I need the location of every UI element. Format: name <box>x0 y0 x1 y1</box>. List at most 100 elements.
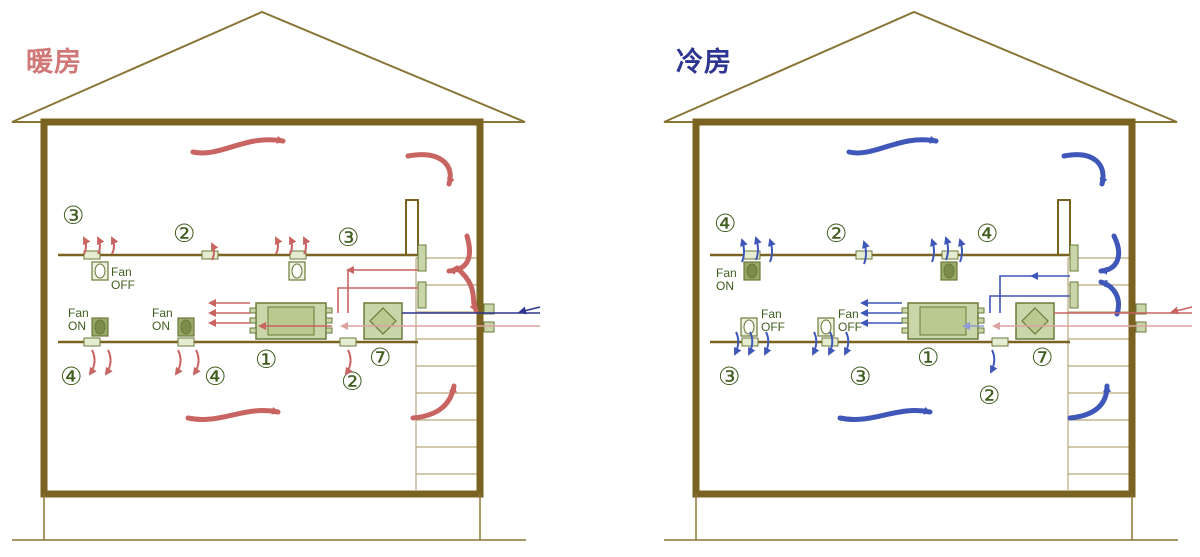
diffuser-icon <box>201 250 219 260</box>
fan-unit-icon <box>817 317 835 337</box>
diffuser-icon <box>741 337 759 347</box>
cool-air-arrow-icon <box>768 238 776 263</box>
vertical-duct <box>1057 199 1071 255</box>
warm-air-arrow-icon <box>211 242 219 261</box>
label-7: ⑦ <box>1031 344 1053 372</box>
label-1: ① <box>917 344 939 372</box>
curved-arrow-icon <box>454 265 479 313</box>
label-2: ② <box>978 382 1000 410</box>
diffuser-icon <box>941 250 959 260</box>
label-4: ④ <box>976 220 998 248</box>
cool-air-arrow-icon <box>862 240 870 265</box>
outer-wall <box>40 118 484 498</box>
curved-arrow-icon <box>1098 279 1121 317</box>
duct-line <box>989 295 1070 313</box>
roof <box>11 10 526 123</box>
diffuser-icon <box>855 250 873 260</box>
label-2: ② <box>341 368 363 396</box>
vertical-duct <box>405 199 419 255</box>
air-handler-icon <box>901 302 985 340</box>
warm-air-arrow-icon <box>192 349 201 376</box>
diffuser-icon <box>289 250 307 260</box>
cool-air-arrow-icon <box>944 236 952 261</box>
fan-label: Fan <box>716 266 737 280</box>
diffuser-icon <box>339 337 357 347</box>
warm-air-arrow-icon <box>289 236 297 255</box>
diffuser-icon <box>83 250 101 260</box>
fan-label: Fan <box>838 307 859 321</box>
curved-arrow-icon <box>185 406 281 422</box>
cool-air-arrow-icon <box>930 238 938 263</box>
cool-air-arrow-icon <box>734 331 742 356</box>
duct-line <box>337 287 418 313</box>
warm-air-arrow-icon <box>344 349 353 376</box>
heat-exchanger-icon <box>1015 302 1055 340</box>
curved-arrow-icon <box>1061 152 1108 187</box>
cool-air-arrow-icon <box>748 331 756 356</box>
wall-grille <box>1069 281 1079 309</box>
fan-label: ON <box>716 279 734 293</box>
cool-air-arrow-icon <box>990 349 998 374</box>
fan-label: OFF <box>111 278 135 292</box>
fan-label: OFF <box>761 320 785 334</box>
duct-line <box>999 275 1032 313</box>
outer-wall <box>692 118 1136 498</box>
fan-label: ON <box>68 319 86 333</box>
curved-arrow-icon <box>846 135 939 156</box>
diffuser-icon <box>821 337 839 347</box>
curved-arrow-icon <box>1098 233 1121 275</box>
fan-label: OFF <box>838 320 862 334</box>
fan-label: Fan <box>111 265 132 279</box>
warm-air-arrow-icon <box>275 236 283 255</box>
label-3: ③ <box>62 202 84 230</box>
roof <box>663 10 1178 123</box>
fan-unit-icon <box>91 317 109 337</box>
fan-unit-icon <box>91 261 109 281</box>
heat-exchanger-icon <box>363 302 403 340</box>
fan-unit-icon <box>177 317 195 337</box>
wall-grille <box>417 244 427 272</box>
label-4: ④ <box>60 363 82 391</box>
cool-air-arrow-icon <box>740 238 748 263</box>
label-4: ④ <box>714 210 736 238</box>
fan-unit-icon <box>743 261 761 281</box>
warm-air-arrow-icon <box>303 236 311 255</box>
cool-air-arrow-icon <box>764 331 772 356</box>
heating-title: 暖房 <box>26 47 82 78</box>
fan-label: Fan <box>68 306 89 320</box>
warm-air-arrow-icon <box>83 236 91 255</box>
label-2: ② <box>173 220 195 248</box>
cool-air-arrow-icon <box>828 331 836 356</box>
flow-arrow-icon <box>518 306 541 315</box>
warm-air-arrow-icon <box>97 236 105 255</box>
cool-air-arrow-icon <box>812 331 820 356</box>
curved-arrow-icon <box>446 233 473 275</box>
curved-arrow-icon <box>405 152 455 187</box>
wall-grille <box>417 281 427 309</box>
curved-arrow-icon <box>410 383 457 421</box>
label-7: ⑦ <box>369 344 391 372</box>
exterior-port <box>483 303 495 315</box>
cool-air-arrow-icon <box>958 238 966 263</box>
diffuser-icon <box>177 337 195 347</box>
label-1: ① <box>255 346 277 374</box>
exterior-port <box>483 321 495 333</box>
curved-arrow-icon <box>837 406 933 422</box>
curved-arrow-icon <box>1067 383 1111 421</box>
wall-grille <box>1069 244 1079 272</box>
label-3: ③ <box>849 363 871 391</box>
diffuser-icon <box>991 337 1009 347</box>
warm-air-arrow-icon <box>104 349 113 376</box>
label-4: ④ <box>204 363 226 391</box>
label-3: ③ <box>718 363 740 391</box>
label-3: ③ <box>337 224 359 252</box>
cool-air-arrow-icon <box>754 236 762 261</box>
cool-air-arrow-icon <box>844 331 852 356</box>
fan-unit-icon <box>940 261 958 281</box>
fan-label: ON <box>152 319 170 333</box>
diffuser-icon <box>83 337 101 347</box>
warm-air-arrow-icon <box>88 349 97 376</box>
